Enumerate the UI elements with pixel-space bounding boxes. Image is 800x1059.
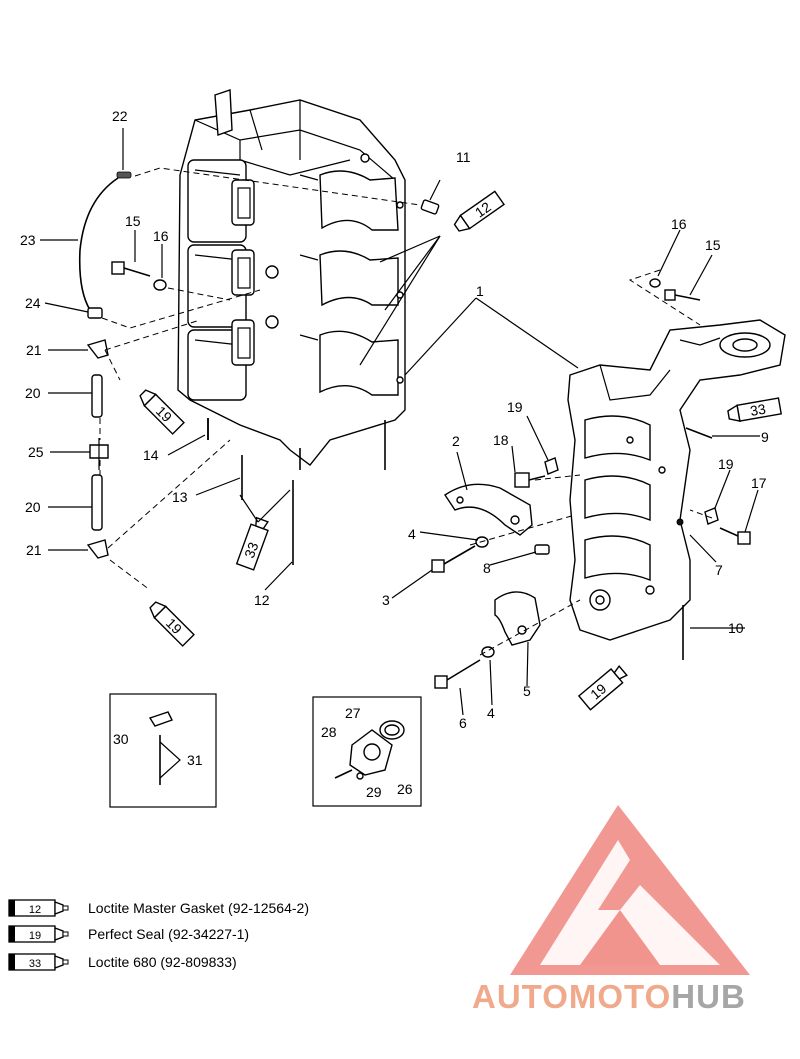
callout-7: 7: [715, 562, 723, 578]
inset-box-left: [109, 693, 217, 808]
callout-6: 6: [459, 715, 467, 731]
alignment-lines: [99, 167, 713, 656]
watermark-text-part2: HUB: [671, 978, 746, 1015]
bearing-cap-upper: [444, 483, 533, 536]
fasteners: [78, 171, 751, 689]
sealant-tubes: 12 19 33 19 33 19 33: [0, 0, 783, 711]
callout-22: 22: [112, 108, 128, 124]
callout-5: 5: [523, 683, 531, 699]
legend-item-12: 12 Loctite Master Gasket (92-12564-2): [8, 897, 368, 923]
callout-1: 1: [476, 283, 484, 299]
callout-14: 14: [143, 447, 159, 463]
callout-18: 18: [493, 432, 509, 448]
callout-20: 20: [25, 499, 41, 515]
callout-4: 4: [487, 705, 495, 721]
callout-15: 15: [705, 237, 721, 253]
callout-15: 15: [125, 213, 141, 229]
callout-31: 31: [187, 752, 203, 768]
callout-16: 16: [153, 228, 169, 244]
bearing-cap-lower: [494, 591, 541, 646]
callout-numbers: 1 2 3 4 4 5 6 7 8 9 10 11 12 12 13 14 15…: [20, 108, 769, 800]
callout-17: 17: [751, 475, 767, 491]
callout-30: 30: [113, 731, 129, 747]
tube-label: 33: [749, 401, 767, 419]
legend-item-33: 33 Loctite 680 (92-809833): [8, 951, 368, 977]
callout-29: 29: [366, 784, 382, 800]
callout-10: 10: [728, 620, 744, 636]
callout-13: 13: [172, 489, 188, 505]
legend-text: Loctite Master Gasket (92-12564-2): [88, 900, 309, 916]
callout-26: 26: [397, 781, 413, 797]
cylinder-block: [177, 89, 406, 470]
callout-9: 9: [761, 429, 769, 445]
watermark-logo-icon: [510, 805, 750, 975]
callout-2: 2: [452, 433, 460, 449]
leader-lines: [40, 128, 760, 716]
sealant-tube-icon: 19: [8, 925, 69, 943]
watermark-text: AUTOMOTOHUB: [472, 978, 746, 1016]
legend-text: Loctite 680 (92-809833): [88, 954, 237, 970]
crankcase-cover: [567, 319, 786, 641]
legend-code: 19: [29, 930, 41, 942]
inset-box-right: [312, 696, 422, 807]
sealant-tube-icon: 33: [8, 953, 69, 971]
callout-16: 16: [671, 216, 687, 232]
callout-28: 28: [321, 724, 337, 740]
callout-20: 20: [25, 385, 41, 401]
callout-19: 19: [507, 399, 523, 415]
callout-3: 3: [382, 592, 390, 608]
callout-8: 8: [483, 560, 491, 576]
legend-code: 12: [29, 904, 41, 916]
sealant-tube-icon: 12: [8, 899, 69, 917]
callout-21: 21: [26, 542, 42, 558]
tube-label: 33: [241, 540, 261, 560]
legend-text: Perfect Seal (92-34227-1): [88, 926, 250, 942]
callout-24: 24: [25, 295, 41, 311]
callout-23: 23: [20, 232, 36, 248]
callout-11: 11: [456, 149, 471, 165]
callout-12: 12: [254, 592, 270, 608]
legend-code: 33: [29, 958, 41, 970]
tube-label: 33: [0, 0, 16, 3]
callout-25: 25: [28, 444, 44, 460]
callout-27: 27: [345, 705, 361, 721]
watermark-text-part1: AUTOMOTO: [472, 978, 672, 1015]
callout-19: 19: [718, 456, 734, 472]
callout-4: 4: [408, 526, 416, 542]
legend-item-19: 19 Perfect Seal (92-34227-1): [8, 923, 368, 949]
callout-21: 21: [26, 342, 42, 358]
